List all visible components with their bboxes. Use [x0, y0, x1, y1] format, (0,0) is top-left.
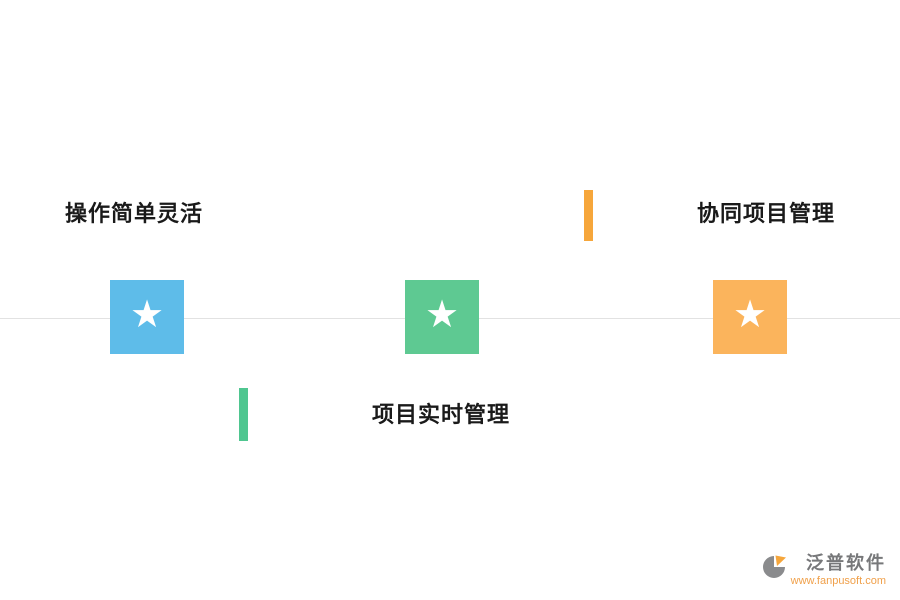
orange-accent-bar: [584, 190, 593, 241]
orange-star-square: ★: [713, 280, 787, 354]
feature-label-easy-operation: 操作简单灵活: [65, 201, 204, 226]
star-icon: ★: [424, 294, 460, 336]
blue-star-square: ★: [110, 280, 184, 354]
star-icon: ★: [129, 294, 165, 336]
green-accent-bar: [239, 388, 248, 441]
star-icon: ★: [732, 294, 768, 336]
feature-label-realtime-project-management: 项目实时管理: [372, 402, 511, 427]
fanpu-brand-name: 泛普软件: [806, 553, 886, 574]
fanpu-logo-icon: [762, 555, 786, 579]
green-star-square: ★: [405, 280, 479, 354]
fanpu-watermark: 泛普软件 www.fanpusoft.com: [761, 553, 886, 588]
fanpu-website-url: www.fanpusoft.com: [790, 574, 886, 587]
fanpu-watermark-text: 泛普软件 www.fanpusoft.com: [791, 553, 886, 588]
feature-label-collaborative-project-management: 协同项目管理: [697, 201, 836, 226]
